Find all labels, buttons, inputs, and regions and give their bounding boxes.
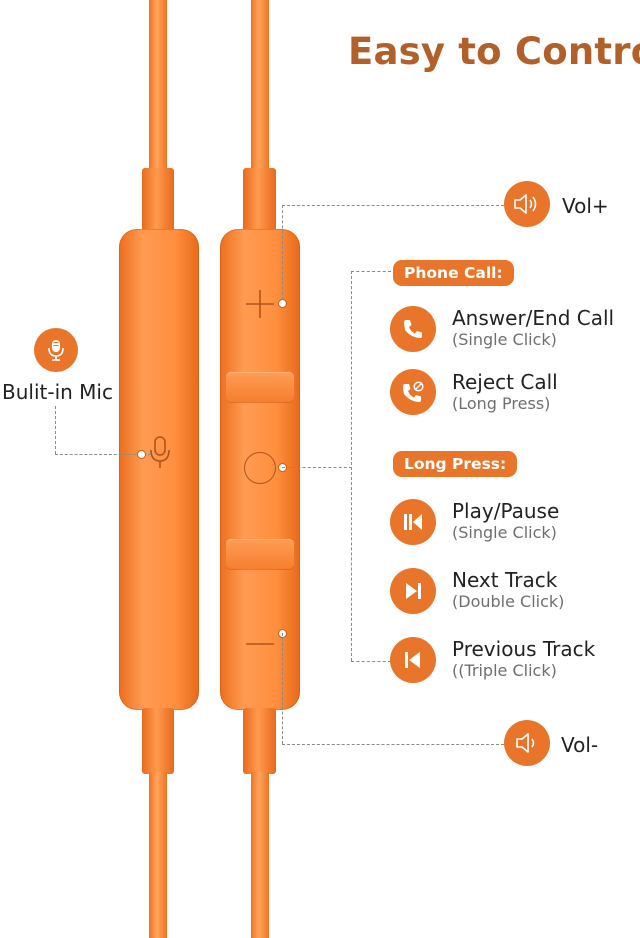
- answer-end-call-sub: (Single Click): [452, 330, 557, 349]
- mic-label: Bulit-in Mic: [2, 380, 113, 404]
- vol-down-leader-h: [282, 744, 504, 745]
- phone-call-header: Phone Call:: [393, 260, 514, 286]
- bracket-leader-v: [351, 271, 352, 661]
- minus-icon: [246, 643, 274, 645]
- mic-leader-dot: [137, 450, 146, 459]
- vol-up-leader-v: [282, 205, 283, 300]
- right-cable-joint-top: [243, 168, 276, 232]
- microphone-icon: [34, 328, 78, 372]
- phone-reject-icon: [390, 369, 436, 415]
- right-cable-joint-bottom: [243, 708, 276, 774]
- reject-call-label: Reject Call: [452, 370, 558, 394]
- vol-down-label: Vol-: [561, 733, 599, 757]
- right-cable-bottom: [251, 772, 269, 938]
- vol-up-leader-h: [282, 205, 504, 206]
- bracket-leader-bottom: [351, 661, 391, 662]
- vol-down-leader-v: [282, 633, 283, 744]
- next-track-icon: [390, 568, 436, 614]
- bracket-leader-top: [351, 271, 391, 272]
- previous-track-icon: [390, 637, 436, 683]
- plus-icon: [246, 290, 274, 318]
- long-press-header: Long Press:: [393, 451, 518, 477]
- mic-housing: [119, 229, 199, 710]
- left-cable-joint-top: [142, 168, 174, 232]
- left-cable-bottom: [149, 772, 167, 938]
- answer-end-call-label: Answer/End Call: [452, 306, 615, 330]
- multifunction-button[interactable]: [244, 452, 276, 484]
- next-track-sub: (Double Click): [452, 592, 565, 611]
- left-cable-joint-bottom: [142, 708, 174, 774]
- speaker-icon: [504, 720, 550, 766]
- microphone-icon: [148, 436, 172, 474]
- next-track-label: Next Track: [452, 568, 558, 592]
- phone-icon: [390, 306, 436, 352]
- speaker-icon: [504, 181, 550, 227]
- volume-down-button[interactable]: [244, 631, 276, 645]
- volume-up-button[interactable]: [244, 289, 276, 319]
- left-cable-top: [149, 0, 167, 170]
- reject-call-sub: (Long Press): [452, 394, 551, 413]
- vol-up-leader-dot: [278, 299, 287, 308]
- remote-divider-top: [226, 372, 294, 402]
- multifunction-leader-h: [282, 467, 352, 468]
- previous-track-sub: ((Triple Click): [452, 661, 557, 680]
- play-pause-icon: [390, 499, 436, 545]
- play-pause-sub: (Single Click): [452, 523, 557, 542]
- remote-divider-bottom: [226, 539, 294, 569]
- mic-leader-v: [55, 406, 56, 454]
- previous-track-label: Previous Track: [452, 637, 596, 661]
- right-cable-top: [251, 0, 269, 170]
- page-title: Easy to Control: [348, 30, 640, 73]
- vol-up-label: Vol+: [562, 194, 609, 218]
- play-pause-label: Play/Pause: [452, 499, 560, 523]
- mic-leader-h: [55, 454, 151, 455]
